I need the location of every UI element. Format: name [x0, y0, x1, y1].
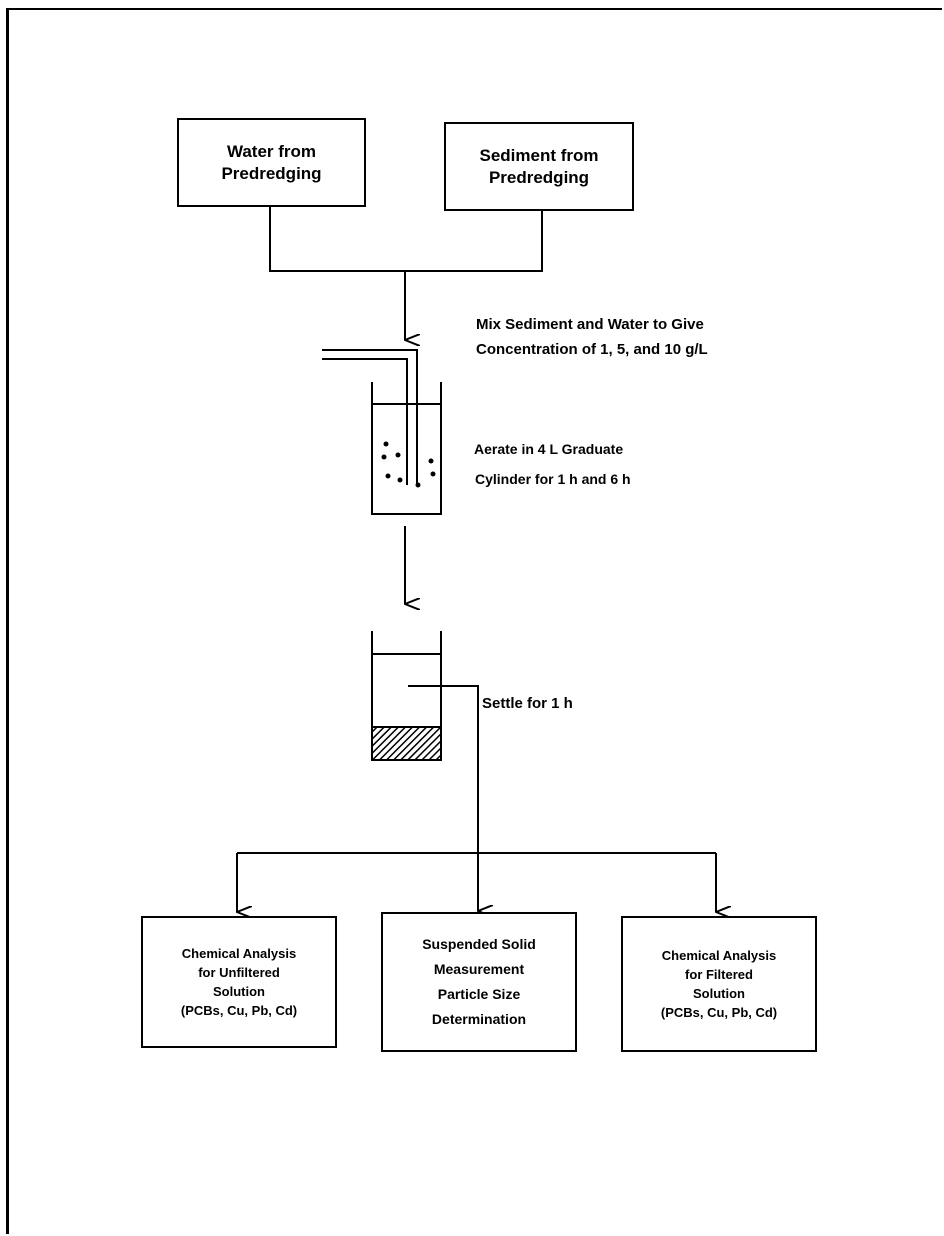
- aerate-step-label-line2: Cylinder for 1 h and 6 h: [475, 471, 631, 487]
- water-box: Water from Predredging: [177, 118, 366, 207]
- suspended-solid-label: Suspended Solid Measurement Particle Siz…: [422, 936, 536, 1027]
- sample-siphon-line: [408, 685, 479, 897]
- unfiltered-analysis-box: Chemical Analysis for Unfiltered Solutio…: [141, 916, 337, 1048]
- figure-frame: [6, 8, 942, 1234]
- sediment-box-label: Sediment from Predredging: [479, 145, 599, 187]
- settling-container: [371, 631, 442, 761]
- suspended-solid-box: Suspended Solid Measurement Particle Siz…: [381, 912, 577, 1052]
- graduate-cylinder: [371, 382, 442, 515]
- unfiltered-analysis-label: Chemical Analysis for Unfiltered Solutio…: [180, 946, 298, 1018]
- mix-step-label: Mix Sediment and Water to Give Concentra…: [476, 316, 708, 358]
- sediment-box: Sediment from Predredging: [444, 122, 634, 211]
- filtered-analysis-label: Chemical Analysis for Filtered Solution …: [660, 948, 778, 1020]
- merge-connector: [269, 206, 543, 272]
- air-bubbles: [381, 441, 436, 488]
- aerate-step-label-line1: Aerate in 4 L Graduate: [474, 441, 624, 457]
- aeration-tube: [322, 349, 418, 485]
- filtered-analysis-box: Chemical Analysis for Filtered Solution …: [621, 916, 817, 1052]
- water-box-label: Water from Predredging: [221, 141, 322, 183]
- settle-step-label: Settle for 1 h: [482, 695, 573, 712]
